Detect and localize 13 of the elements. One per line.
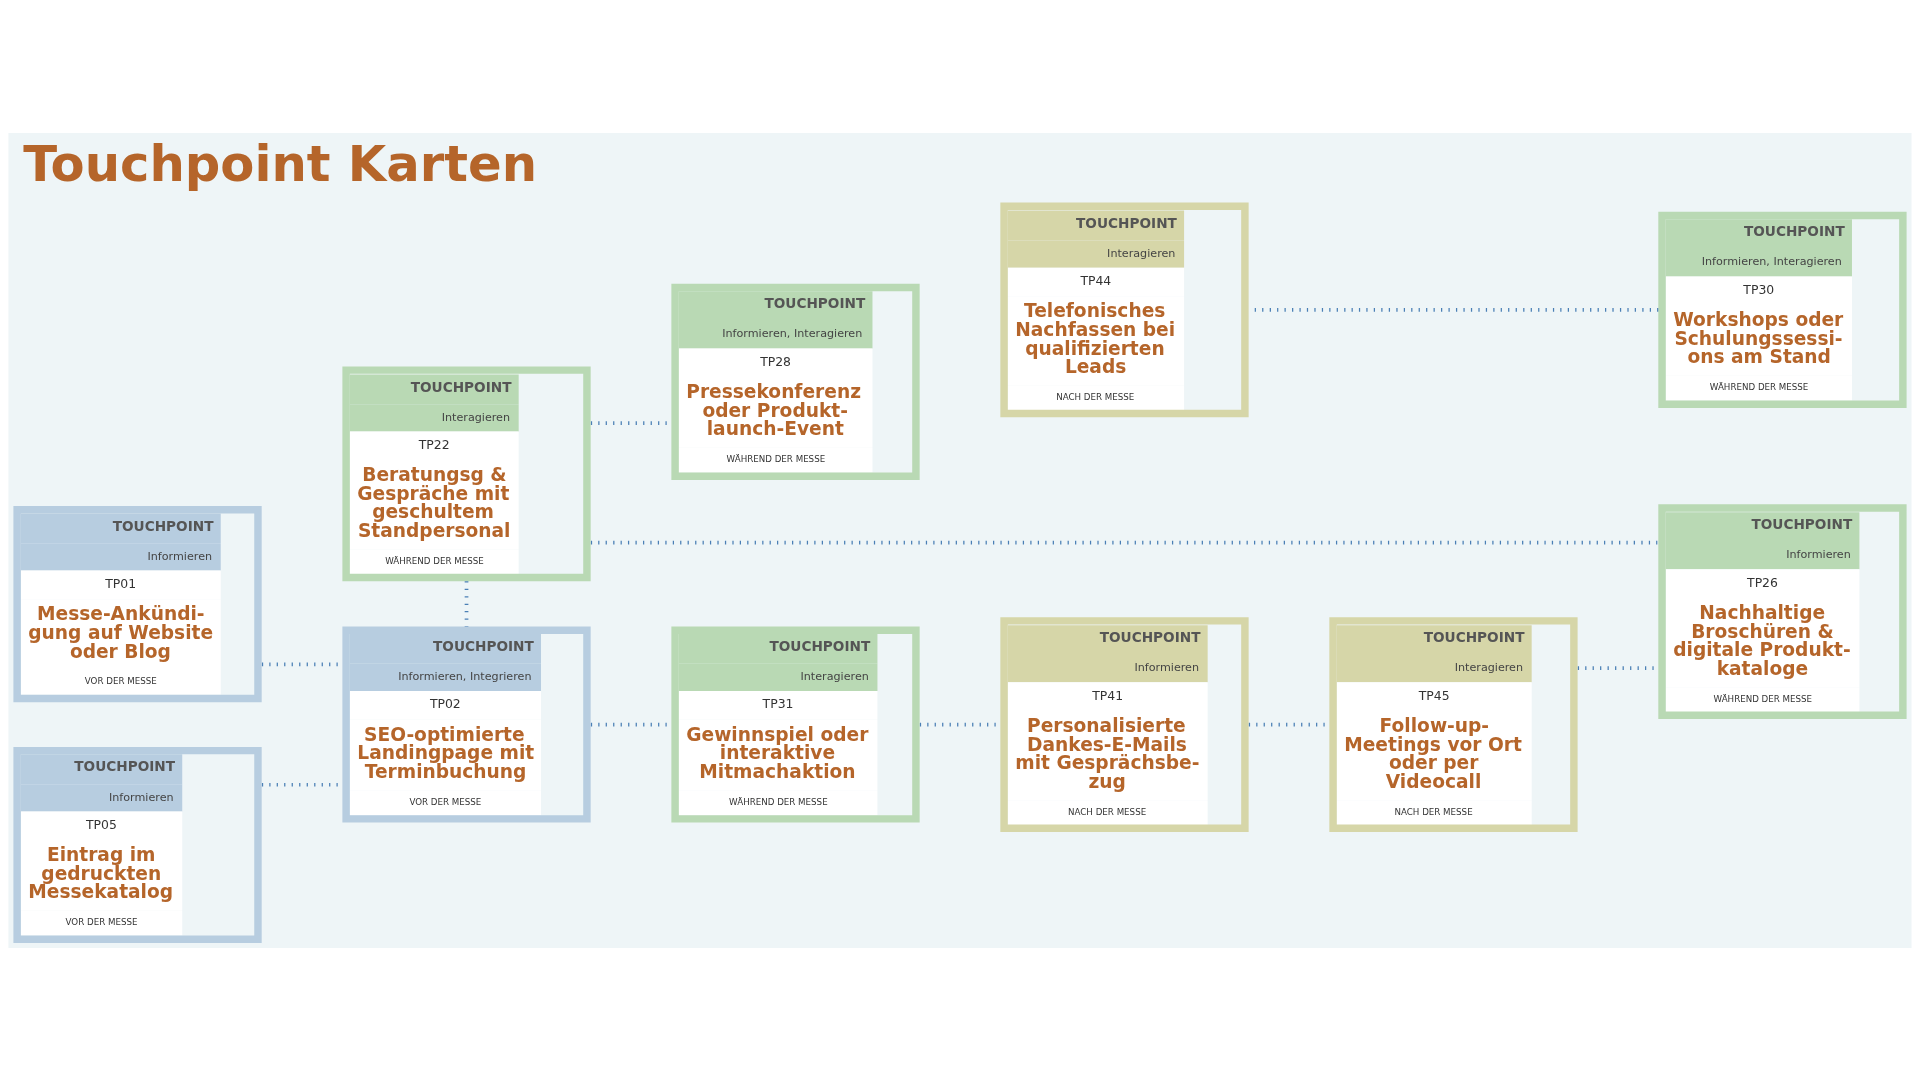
node-box: TOUCHPOINT Informieren TP05 Eintrag im gedruckten Messekatalog VOR DER MESSE	[13, 746, 262, 943]
connector	[590, 540, 1659, 545]
node-box: TOUCHPOINT Interagieren TP45 Follow-up- Meetings vor Ort oder per Videocall NACH DER MESSE	[1329, 616, 1578, 832]
node-box: TOUCHPOINT Informieren, Integrieren TP02 SEO-optimierte Landingpage mit Terminbuchung VOR DER MESSE	[342, 625, 591, 823]
diagram-title: Touchpoint Karten	[23, 134, 538, 193]
node-box: TOUCHPOINT Interagieren TP44 Telefonisches Nachfassen bei qualifizierten Leads NACH DER MESSE	[1000, 202, 1249, 417]
node-box: TOUCHPOINT Informieren TP01 Messe-Ankündi- gung auf Website oder Blog VOR DER MESSE	[13, 505, 262, 702]
node-box: TOUCHPOINT Informieren TP41 Personalisierte Dankes-E-Mails mit Gesprächsbe- zug NACH DER MESSE	[1000, 616, 1249, 832]
node-box: TOUCHPOINT Interagieren TP31 Gewinnspiel oder interaktive Mitmachaktion WÄHREND DER MESSE	[671, 625, 920, 823]
node-box: TOUCHPOINT Informieren TP26 Nachhaltige Broschüren & digitale Produkt- kataloge WÄHREND DER MESSE	[1658, 503, 1907, 719]
node-box: TOUCHPOINT Informieren, Interagieren TP30 Workshops oder Schulungssessi- ons am Stand WÄHREND DER MESSE	[1658, 211, 1907, 408]
node-box: TOUCHPOINT Interagieren TP22 Beratungsg & Gespräche mit geschultem Standpersonal WÄHREND DER MESSE	[342, 365, 591, 581]
node-box: TOUCHPOINT Informieren, Interagieren TP28 Pressekonferenz oder Produkt- launch-Event WÄHREND DER MESSE	[671, 283, 920, 480]
